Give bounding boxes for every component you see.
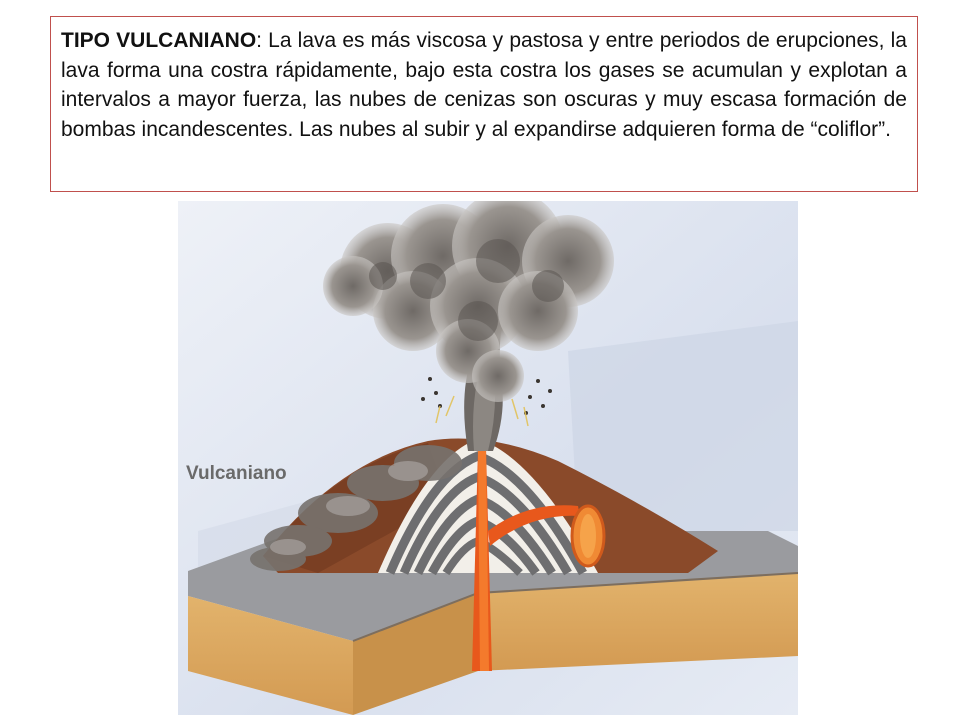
figure-label: Vulcaniano — [186, 463, 287, 484]
volcano-description: : La lava es más viscosa y pastosa y ent… — [61, 29, 907, 141]
description-text-box: TIPO VULCANIANO: La lava es más viscosa … — [50, 16, 918, 192]
vulcanian-volcano-illustration: Vulcaniano — [178, 201, 798, 715]
volcano-type-title: TIPO VULCANIANO — [61, 29, 257, 52]
